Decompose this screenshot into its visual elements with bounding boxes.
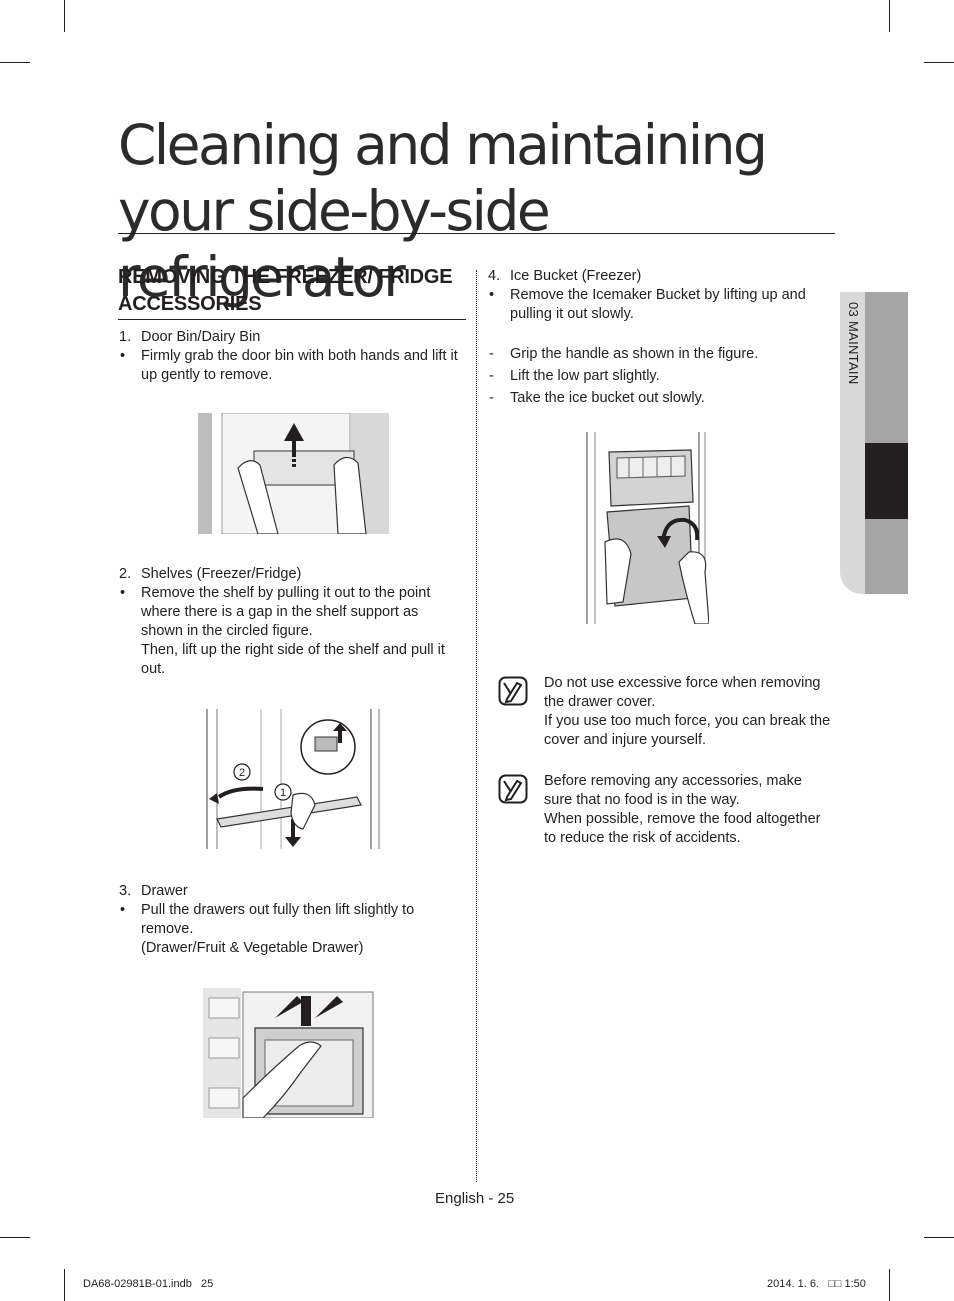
step-instruction: Firmly grab the door bin with both hands… xyxy=(141,348,458,383)
step-number: 3. xyxy=(119,883,132,899)
step-instruction-continued: (Drawer/Fruit & Vegetable Drawer) xyxy=(141,940,364,956)
crop-mark xyxy=(889,0,890,32)
page-title: Cleaning and maintaining your side-by-si… xyxy=(118,113,768,309)
instruction-dash-item: Grip the handle as shown in the figure. xyxy=(510,346,759,362)
note-text: Do not use excessive force when removing… xyxy=(544,675,821,710)
title-underline xyxy=(118,233,835,234)
step-number: 1. xyxy=(119,329,132,345)
step-heading: Drawer xyxy=(141,883,188,899)
shelf-step1-label: 1 xyxy=(280,787,286,799)
column-divider xyxy=(476,270,477,1182)
note-icon xyxy=(498,676,528,706)
dash-marker: - xyxy=(489,368,494,384)
page-number: English - 25 xyxy=(435,1190,515,1207)
step-instruction: Pull the drawers out fully then lift sli… xyxy=(141,902,415,937)
file-name: DA68-02981B-01.indb 25 xyxy=(83,1278,214,1290)
crop-mark xyxy=(924,62,954,63)
crop-mark xyxy=(924,1237,954,1238)
step-number: 4. xyxy=(488,268,501,284)
step-heading: Ice Bucket (Freezer) xyxy=(510,268,642,284)
drawer-illustration xyxy=(203,988,376,1118)
bullet-marker: • xyxy=(120,902,126,918)
note-icon xyxy=(498,774,528,804)
crop-mark xyxy=(889,1269,890,1301)
step-number: 2. xyxy=(119,566,132,582)
print-date: 2014. 1. 6. □□ 1:50 xyxy=(767,1278,866,1290)
ice-bucket-illustration xyxy=(585,432,709,624)
bullet-marker: • xyxy=(489,287,495,303)
step-instruction-continued: Then, lift up the right side of the shel… xyxy=(141,642,445,677)
section-underline xyxy=(118,319,466,320)
note-text: Before removing any accessories, make su… xyxy=(544,773,802,808)
side-tab-label: 03 MAINTAIN xyxy=(846,302,861,385)
dash-marker: - xyxy=(489,390,494,406)
instruction-dash-item: Take the ice bucket out slowly. xyxy=(510,390,705,406)
instruction-dash-item: Lift the low part slightly. xyxy=(510,368,660,384)
crop-mark xyxy=(64,1269,65,1301)
crop-mark xyxy=(0,62,30,63)
bullet-marker: • xyxy=(120,348,126,364)
shelf-step2-label: 2 xyxy=(239,767,245,779)
step-heading: Shelves (Freezer/Fridge) xyxy=(141,566,302,582)
step-instruction: Remove the shelf by pulling it out to th… xyxy=(141,585,431,639)
section-heading: REMOVING THE FREEZER/ FRIDGE ACCESSORIES xyxy=(118,266,453,315)
dash-marker: - xyxy=(489,346,494,362)
step-heading: Door Bin/Dairy Bin xyxy=(141,329,261,345)
crop-mark xyxy=(0,1237,30,1238)
door-bin-illustration xyxy=(198,413,389,534)
crop-mark xyxy=(64,0,65,32)
note-text-continued: When possible, remove the food altogethe… xyxy=(544,811,821,846)
side-tab-active-marker xyxy=(865,443,908,519)
bullet-marker: • xyxy=(120,585,126,601)
shelf-illustration: 1 2 xyxy=(203,709,383,849)
step-instruction: Remove the Icemaker Bucket by lifting up… xyxy=(510,287,806,322)
note-text-continued: If you use too much force, you can break… xyxy=(544,713,831,748)
